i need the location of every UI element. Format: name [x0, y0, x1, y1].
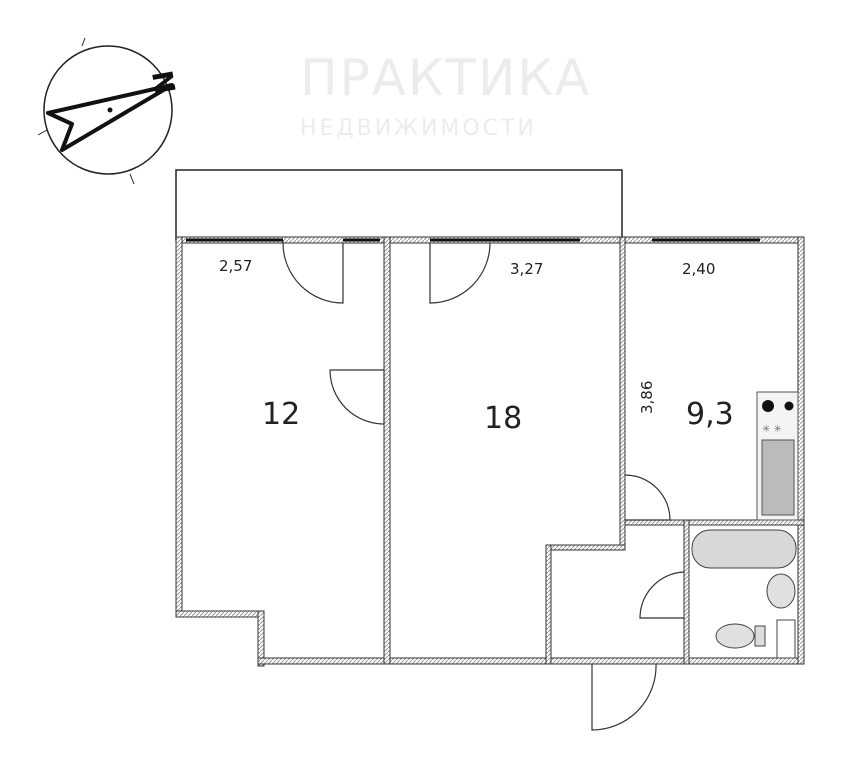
svg-text:✳ ✳: ✳ ✳ — [762, 424, 782, 435]
washbasin-icon — [766, 573, 796, 609]
room-2-area: 18 — [484, 401, 522, 436]
kitchen-width: 2,40 — [682, 260, 715, 278]
watermark-line2: НЕДВИЖИМОСТИ — [300, 116, 537, 141]
sink-icon — [761, 439, 795, 516]
bathtub-icon — [691, 529, 797, 569]
compass-icon: N — [37, 37, 183, 185]
balcony — [175, 169, 623, 241]
room-2-depth: 3,86 — [638, 381, 656, 414]
compass-letter: N — [146, 68, 183, 97]
watermark-line1: ПРАКТИКА — [300, 49, 591, 107]
kitchen-area: 9,3 — [686, 397, 734, 432]
doors — [282, 240, 685, 731]
room-2-width: 3,27 — [510, 260, 543, 278]
toilet-icon — [715, 623, 766, 649]
room-1-area: 12 — [262, 397, 300, 432]
cabinet — [776, 619, 796, 659]
room-1-width: 2,57 — [219, 257, 252, 275]
walls — [175, 236, 805, 667]
